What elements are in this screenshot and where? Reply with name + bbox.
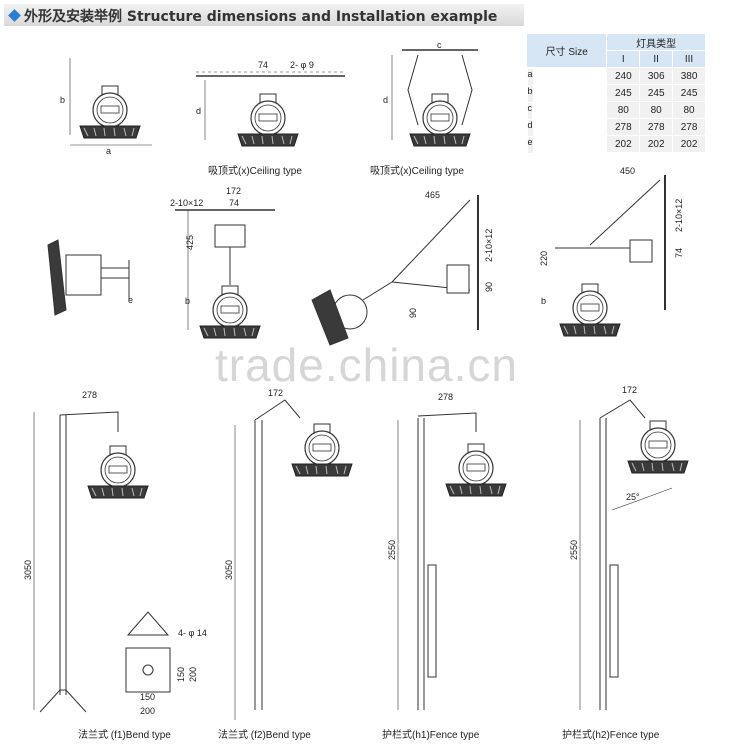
flange-plate-figure: [125, 611, 171, 693]
dim-200: 200: [188, 666, 198, 682]
row-value: 202: [639, 135, 674, 153]
row-value: 245: [672, 84, 706, 102]
row-dim: e: [526, 135, 534, 154]
dim-172: 172: [226, 186, 242, 196]
dimension-table: 尺寸 Size 灯具类型 I II III a 240 306 380 b 24…: [525, 33, 706, 154]
pole-figure-h1: [397, 412, 507, 710]
pole-figure-f2: [234, 399, 353, 720]
dim-e: e: [128, 295, 134, 305]
dim-150-b: 150: [140, 692, 156, 702]
wall-bracket-figure: [311, 195, 479, 346]
row-value: 306: [639, 67, 674, 85]
section-header: 外形及安装举例 Structure dimensions and Install…: [4, 4, 524, 26]
lamp-figure-1: [69, 58, 152, 146]
dim-220: 220: [539, 250, 549, 266]
caption-bend-f2: 法兰式 (f2)Bend type: [218, 730, 311, 741]
caption-fence-h1: 护栏式(h1)Fence type: [382, 730, 480, 741]
ceiling-figure-2: [391, 49, 478, 147]
dim-a: a: [106, 146, 112, 156]
row-value: 245: [606, 84, 641, 102]
type-col-2: II: [639, 50, 674, 68]
dim-278-b: 278: [438, 392, 454, 402]
table-row: e 202 202 202: [526, 135, 706, 154]
table-row: a 240 306 380: [526, 67, 706, 86]
table-row: d 278 278 278: [526, 118, 706, 137]
dim-74-c: 74: [674, 247, 684, 258]
dim-465: 465: [425, 190, 441, 200]
row-value: 380: [672, 67, 706, 85]
row-value: 80: [672, 101, 706, 119]
dim-172-c: 172: [622, 385, 638, 395]
dim-74: 74: [258, 60, 269, 70]
dim-450: 450: [620, 166, 636, 176]
caption-ceiling-1: 吸顶式(x)Ceiling type: [208, 166, 302, 177]
dim-b-3: b: [541, 296, 547, 306]
pole-figure-h2: [579, 399, 689, 710]
row-value: 202: [672, 135, 706, 153]
dim-d: d: [196, 106, 202, 116]
dim-hole-2x9: 2- φ 9: [290, 60, 314, 70]
section-title: 外形及安装举例 Structure dimensions and Install…: [24, 9, 498, 25]
ceiling-figure-1: [196, 71, 345, 147]
row-value: 240: [606, 67, 641, 85]
caption-ceiling-2: 吸顶式(x)Ceiling type: [370, 166, 464, 177]
dim-278: 278: [82, 390, 98, 400]
dim-90-b: 90: [408, 307, 418, 318]
dim-3050: 3050: [23, 559, 33, 580]
row-value: 278: [672, 118, 706, 136]
side-mount-figure: [47, 239, 130, 316]
type-col-3: III: [672, 50, 706, 68]
watermark: trade.china.cn: [215, 339, 518, 391]
dim-b-2: b: [185, 296, 191, 306]
dim-74-b: 74: [229, 198, 240, 208]
row-value: 278: [639, 118, 674, 136]
wall-bracket-figure-2: [555, 175, 666, 337]
caption-fence-h2: 护栏式(h2)Fence type: [562, 730, 660, 741]
dim-425: 425: [185, 234, 195, 250]
dim-c: c: [437, 40, 442, 50]
dim-172-b: 172: [268, 388, 284, 398]
dim-90-a: 90: [484, 281, 494, 292]
dim-2x10x12-b: 2-10×12: [484, 228, 494, 262]
row-value: 80: [606, 101, 641, 119]
dim-2550-b: 2550: [569, 539, 579, 560]
dim-angle-25: 25°: [626, 492, 640, 502]
dim-3050-b: 3050: [224, 559, 234, 580]
pole-ceiling-figure: [175, 209, 275, 339]
dim-hole-4x14: 4- φ 14: [178, 628, 207, 638]
dim-d-2: d: [383, 95, 389, 105]
dim-150: 150: [176, 666, 186, 682]
row-value: 245: [639, 84, 674, 102]
dim-2x10x12: 2-10×12: [170, 198, 204, 208]
dim-2550: 2550: [387, 539, 397, 560]
caption-bend-f1: 法兰式 (f1)Bend type: [78, 730, 171, 741]
dim-200-b: 200: [140, 706, 156, 716]
dim-2x10x12-c: 2-10×12: [674, 198, 684, 232]
size-header: 尺寸 Size: [525, 33, 608, 68]
table-row: b 245 245 245: [526, 84, 706, 103]
pole-figure-f1: [33, 411, 149, 713]
dim-b: b: [60, 95, 66, 105]
